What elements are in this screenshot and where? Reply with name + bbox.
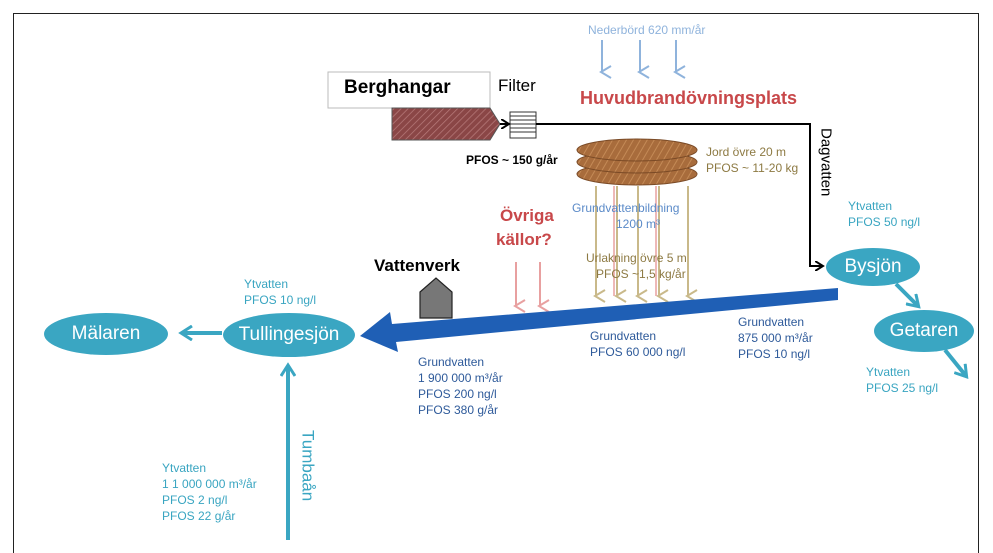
groundwater-left-label: Grundvatten — [418, 355, 485, 369]
bysjon-ytvatten-label: Ytvatten — [848, 199, 893, 213]
tumbaan-volume-label: 1 1 000 000 m³/år — [162, 477, 257, 491]
groundwater-left-volume-label: 1 900 000 m³/år — [418, 371, 503, 385]
soil-pfos-label: PFOS ~ 11-20 kg — [706, 161, 799, 175]
lake-tullingesjon-label: Tullingesjön — [238, 324, 340, 345]
other-sources-arrows — [513, 262, 550, 313]
lake-bysjon: Bysjön — [826, 248, 920, 286]
soil-depth-label: Jord övre 20 m — [706, 145, 787, 159]
groundwater-left-pfos-label: PFOS 200 ng/l — [418, 387, 497, 401]
pfos-hangar-label: PFOS ~ 150 g/år — [466, 153, 558, 167]
getaren-pfos-label: PFOS 25 ng/l — [866, 381, 939, 395]
groundwater-right-label: Grundvatten — [738, 315, 805, 329]
filter-label: Filter — [498, 76, 536, 95]
vattenverk-building — [419, 277, 453, 319]
tumbaan-load-label: PFOS 22 g/år — [162, 509, 236, 523]
groundwater-right-volume-label: 875 000 m³/år — [738, 331, 813, 345]
lake-malaren: Mälaren — [44, 313, 168, 355]
recharge-label: Grundvattenbildning — [572, 201, 680, 215]
groundwater-left-load-label: PFOS 380 g/år — [418, 403, 499, 417]
lake-bysjon-label: Bysjön — [844, 256, 902, 277]
recharge-volume-label: 1200 m³ — [616, 217, 661, 231]
dagvatten-label: Dagvatten — [817, 128, 835, 197]
filter-icon — [509, 111, 537, 139]
lake-getaren: Getaren — [874, 310, 974, 352]
berghangar-building — [391, 107, 501, 141]
tumbaan-ytvatten-label: Ytvatten — [162, 461, 207, 475]
lake-getaren-label: Getaren — [889, 320, 959, 341]
groundwater-right-pfos-label: PFOS 10 ng/l — [738, 347, 811, 361]
precipitation-label: Nederbörd 620 mm/år — [588, 23, 706, 37]
berghangar-label-box — [327, 71, 491, 109]
groundwater-mid-label: Grundvatten — [590, 329, 657, 343]
groundwater-flow-arrow — [360, 288, 838, 352]
lake-tullingesjon: Tullingesjön — [223, 313, 355, 357]
soil-layers-icon — [576, 138, 698, 186]
bysjon-pfos-label: PFOS 50 ng/l — [848, 215, 921, 229]
other-sources-label-1: Övriga — [500, 206, 554, 225]
leaching-arrows — [593, 186, 698, 303]
other-sources-label-2: källor? — [496, 230, 552, 249]
surface-water-arrows — [182, 282, 966, 540]
groundwater-mid-pfos-label: PFOS 60 000 ng/l — [590, 345, 686, 359]
tumbaan-label: Tumbaån — [298, 430, 318, 502]
getaren-ytvatten-label: Ytvatten — [866, 365, 911, 379]
leaching-pfos-label: PFOS ~1,5 kg/år — [596, 267, 686, 281]
leaching-label: Urlakning övre 5 m — [586, 251, 687, 265]
precipitation-arrows — [599, 40, 686, 79]
tumbaan-pfos-label: PFOS 2 ng/l — [162, 493, 228, 507]
tullingesjon-ytvatten-label: Ytvatten — [244, 277, 289, 291]
berghangar-label: Berghangar — [344, 77, 451, 98]
dagvatten-pipe — [536, 123, 822, 266]
vattenverk-label: Vattenverk — [374, 256, 460, 275]
tullingesjon-pfos-label: PFOS 10 ng/l — [244, 293, 317, 307]
lake-malaren-label: Mälaren — [71, 323, 141, 344]
figure-frame — [13, 13, 979, 553]
main-fire-drill-site-label: Huvudbrandövningsplats — [580, 88, 798, 108]
